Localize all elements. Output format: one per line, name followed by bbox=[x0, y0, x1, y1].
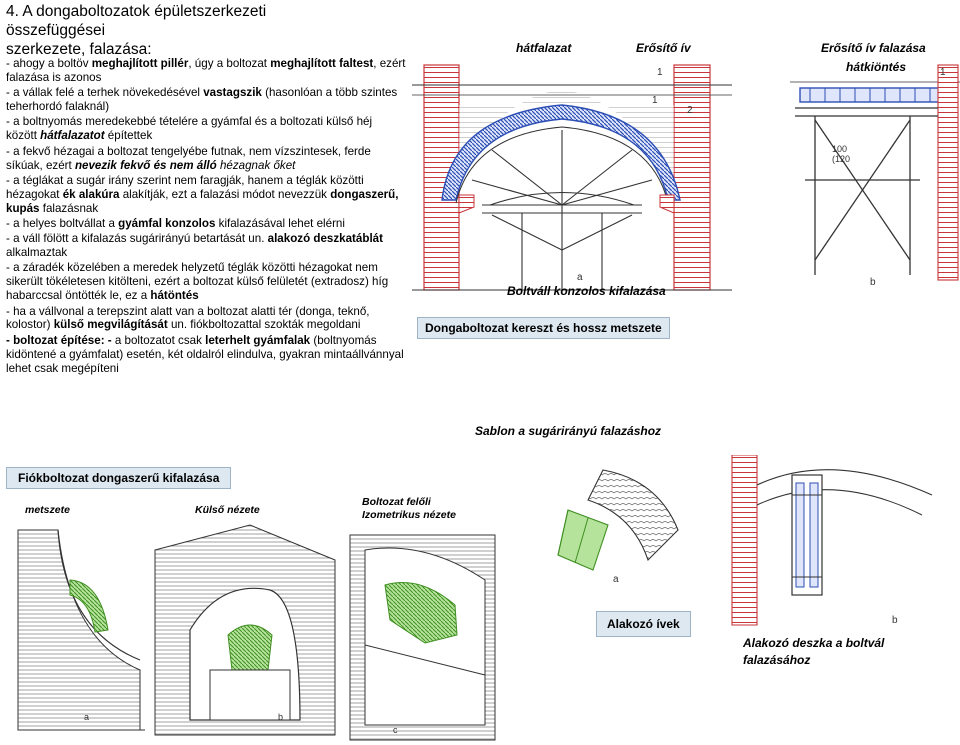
text-run: alkalmaztak bbox=[6, 246, 68, 260]
page-title: 4. A dongaboltozatok épületszerkezeti ös… bbox=[6, 2, 406, 59]
label-metszete: metszete bbox=[25, 504, 70, 516]
label-kulso-nezete: Külső nézete bbox=[195, 504, 260, 516]
label-erosito-iv: Erősítő ív bbox=[636, 41, 691, 55]
label-num-1c: 1 bbox=[940, 67, 946, 78]
lunette-section-drawing: a bbox=[17, 529, 145, 731]
label-erosito-iv-falazasa: Erősítő ív falazása bbox=[821, 41, 926, 55]
template-drawing: a bbox=[557, 469, 679, 585]
body-paragraph: - a váll fölött a kifalazás sugárirányú … bbox=[6, 232, 406, 260]
arch-longitudinal-section-drawing: 100 (120 1 b bbox=[790, 64, 960, 288]
text-run: hézagnak őket bbox=[216, 158, 296, 172]
arch-cross-section-drawing: 1 1 2 a bbox=[412, 64, 732, 291]
lunette-outer-view-drawing: b bbox=[154, 524, 336, 736]
body-paragraph: - a boltnyomás meredekebbé tételére a gy… bbox=[6, 115, 406, 143]
text-run: - a fekvő hézagai a boltozat tengelyébe … bbox=[6, 144, 371, 172]
text-run: falazásnak bbox=[39, 201, 99, 215]
text-run: hátöntés bbox=[150, 289, 199, 303]
text-run: - a boltnyomás meredekebbé tételére a gy… bbox=[6, 115, 373, 143]
body-text: - ahogy a boltöv meghajlított pillér, úg… bbox=[6, 57, 406, 377]
text-run: ék alakúra bbox=[62, 187, 120, 201]
text-run: , úgy a boltozat bbox=[188, 57, 271, 70]
text-run: - ha a vállvonal a terepszint alatt van … bbox=[6, 304, 370, 332]
text-run: un. fiókboltozattal szokták megoldani bbox=[167, 318, 361, 332]
text-run: külső megvilágítását bbox=[53, 318, 168, 332]
text-run: kifalazásával lehet elérni bbox=[215, 216, 345, 230]
label-a-lower: a bbox=[84, 712, 89, 722]
label-num-1: 1 bbox=[657, 67, 663, 78]
label-hatkiontes: hátkiöntés bbox=[846, 60, 907, 74]
label-dim-100: 100 bbox=[832, 144, 847, 154]
text-run: , ezért falazása is azonos bbox=[6, 57, 406, 84]
text-run: vastagszik bbox=[203, 86, 262, 100]
body-paragraph: - ahogy a boltöv meghajlított pillér, úg… bbox=[6, 57, 406, 85]
box-alakozo-ivek: Alakozó ívek bbox=[596, 611, 691, 637]
label-b-upper: b bbox=[870, 277, 876, 288]
text-run: - a téglákat a sugár irány szerint nem f… bbox=[6, 173, 364, 201]
text-run: - a helyes boltvállat a bbox=[6, 216, 119, 230]
body-paragraph: - a téglákat a sugár irány szerint nem f… bbox=[6, 174, 406, 216]
text-run: hátfalazatot bbox=[40, 129, 105, 143]
label-c-lower: c bbox=[393, 725, 398, 735]
label-a-sablon: a bbox=[613, 574, 619, 585]
title-line-1: 4. A dongaboltozatok épületszerkezeti bbox=[6, 3, 267, 20]
body-paragraph: - a vállak felé a terhek növekedésével v… bbox=[6, 86, 406, 114]
text-run: gyámfal konzolos bbox=[118, 216, 216, 230]
text-run: (boltnyomás kidöntené a gyámfalat) eseté… bbox=[6, 333, 404, 375]
title-line-2: összefüggései bbox=[6, 22, 106, 39]
text-run: - a váll fölött a kifalazás sugárirányú … bbox=[6, 232, 268, 246]
body-paragraph: - a helyes boltvállat a gyámfal konzolos… bbox=[6, 217, 406, 231]
label-hatfalazat: hátfalazat bbox=[516, 41, 572, 55]
body-paragraph: - boltozat építése: - a boltozatot csak … bbox=[6, 334, 406, 376]
text-run: nevezik fekvő és nem álló bbox=[74, 158, 217, 172]
text-run: alakítják, ezt a falazási módot nevezzük bbox=[119, 187, 331, 201]
text-run: - a záradék közelében a meredek helyzetű… bbox=[6, 261, 389, 303]
text-run: - a vállak felé a terhek növekedésével bbox=[6, 86, 204, 100]
label-a-upper: a bbox=[577, 272, 583, 283]
text-run: (hasonlóan a több szintes teherhordó fal… bbox=[6, 86, 398, 114]
title-line-3: szerkezete, falazása: bbox=[6, 41, 152, 58]
text-run: dongaszerű, kupás bbox=[6, 187, 399, 215]
label-boltvall: Boltváll konzolos kifalazása bbox=[507, 284, 666, 298]
box-dongaboltozat: Dongaboltozat kereszt és hossz metszete bbox=[417, 317, 670, 339]
label-dim-120: (120 bbox=[832, 154, 850, 164]
label-izometrikus: Boltozat felőli Izometrikus nézete bbox=[362, 496, 456, 521]
text-run: a boltozatot csak bbox=[114, 333, 206, 347]
text-run: meghajlított faltest bbox=[270, 57, 374, 70]
label-sablon: Sablon a sugárirányú falazáshoz bbox=[475, 424, 662, 438]
label-num-2: 2 bbox=[687, 105, 693, 116]
text-run: - boltozat építése: - bbox=[6, 333, 115, 347]
label-num-1b: 1 bbox=[652, 95, 658, 106]
box-fiokboltozat: Fiókboltozat dongaszerű kifalazása bbox=[6, 467, 232, 489]
label-b-sablon: b bbox=[892, 615, 898, 626]
text-run: meghajlított pillér bbox=[91, 57, 189, 70]
lunette-isometric-drawing: c bbox=[349, 534, 496, 741]
body-paragraph: - a fekvő hézagai a boltozat tengelyébe … bbox=[6, 145, 406, 173]
text-run: - ahogy a boltöv bbox=[6, 57, 92, 70]
label-b-lower: b bbox=[278, 712, 283, 722]
text-run: alakozó deszkatáblát bbox=[267, 232, 383, 246]
body-paragraph: - ha a vállvonal a terepszint alatt van … bbox=[6, 305, 406, 333]
text-run: építettek bbox=[104, 129, 153, 143]
label-alakozo-deszka: Alakozó deszka a boltvál falazásához bbox=[743, 636, 885, 667]
body-paragraph: - a záradék közelében a meredek helyzetű… bbox=[6, 261, 406, 303]
text-run: leterhelt gyámfalak bbox=[205, 333, 311, 347]
forming-board-drawing: b bbox=[731, 455, 933, 626]
